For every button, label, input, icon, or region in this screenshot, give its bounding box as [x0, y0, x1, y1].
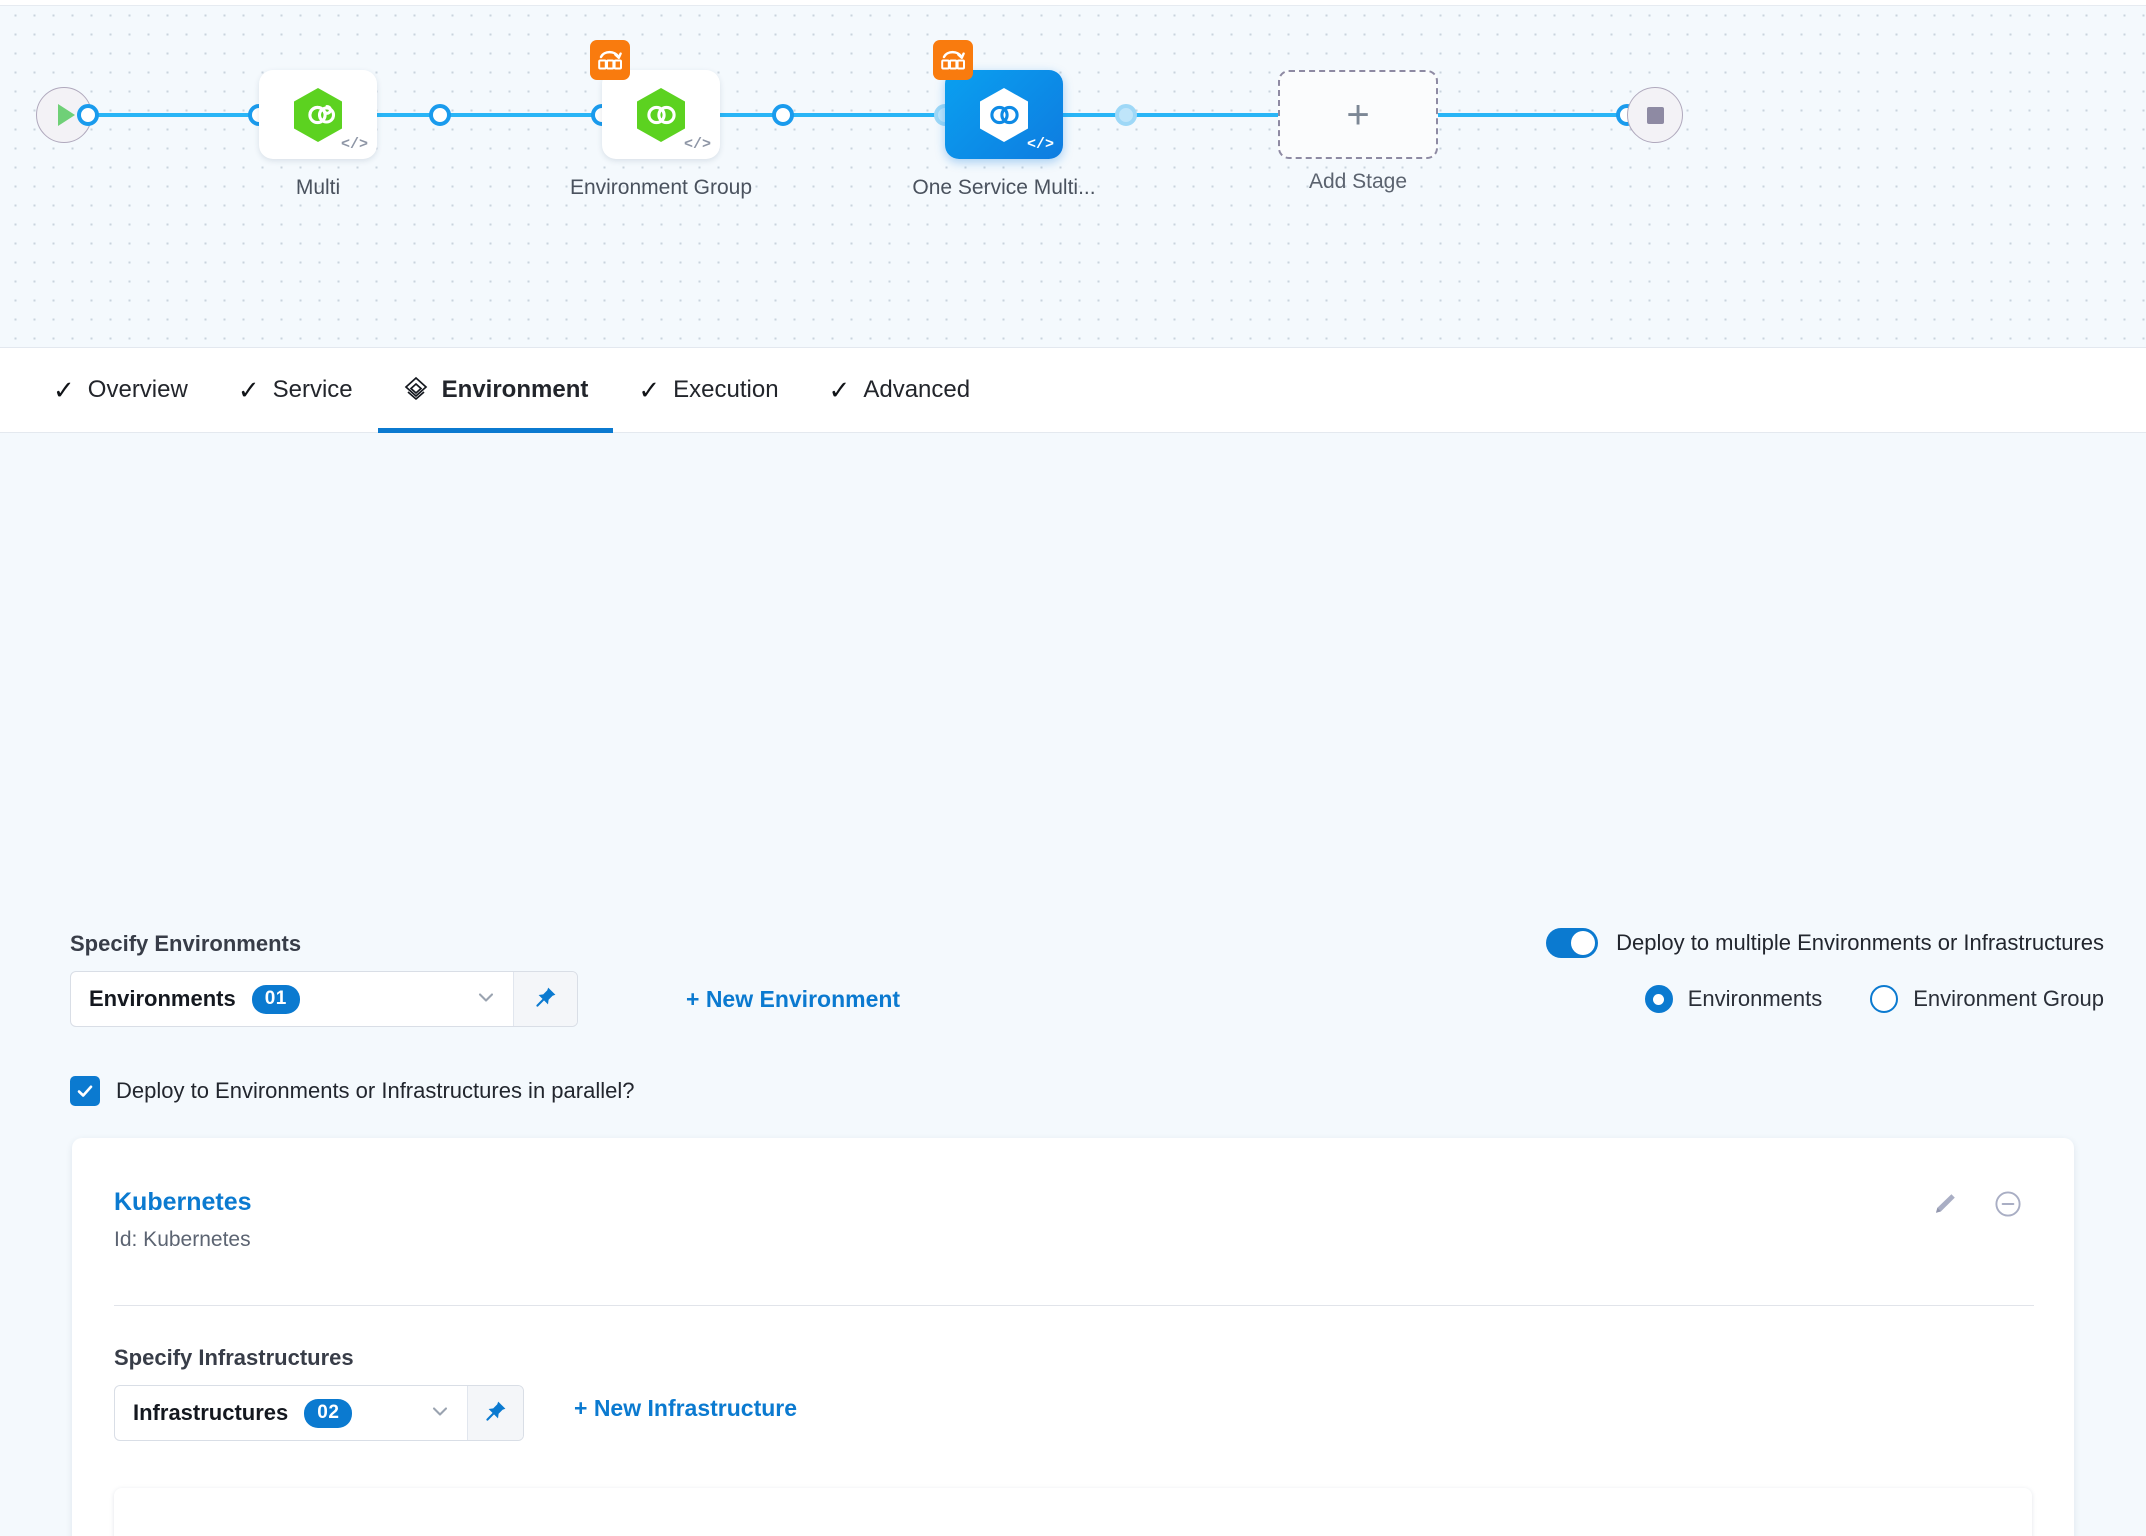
deploy-parallel-label: Deploy to Environments or Infrastructure…: [116, 1078, 635, 1103]
port-dot-stage1-out[interactable]: [429, 104, 451, 126]
plus-icon: +: [1346, 92, 1370, 137]
pipeline-start-node[interactable]: [36, 87, 92, 143]
check-icon: ✓: [237, 375, 260, 405]
tab-label: Service: [272, 376, 353, 403]
new-infrastructure-link[interactable]: + New Infrastructure: [574, 1395, 798, 1421]
environments-dropdown-value: Environments: [89, 986, 236, 1011]
tab-overview[interactable]: ✓ Overview: [28, 348, 213, 433]
pipeline-canvas[interactable]: </> Multi </> Environment Group: [0, 0, 2146, 348]
matrix-strategy-icon: [590, 40, 630, 80]
stage-label-multi: Multi: [295, 176, 341, 199]
radio-option-environment-group[interactable]: Environment Group: [1870, 985, 2104, 1013]
radio-environment-group-icon[interactable]: [1870, 985, 1899, 1013]
stage-node-one-service-multi[interactable]: </>: [933, 40, 1063, 159]
pin-icon: [484, 1399, 508, 1428]
stage-code-icon[interactable]: </>: [340, 136, 368, 153]
environment-card-divider: [114, 1305, 2034, 1306]
tab-environment[interactable]: Environment: [377, 348, 614, 433]
pin-icon: [534, 985, 558, 1014]
tab-execution[interactable]: ✓ Execution: [613, 348, 803, 433]
infrastructures-count-badge: 02: [304, 1398, 353, 1428]
canvas-top-border: [0, 0, 2146, 6]
stage-tab-bar: ✓ Overview ✓ Service Environment ✓ Execu…: [0, 348, 2146, 433]
port-dot-stage2-out[interactable]: [772, 104, 794, 126]
environment-card-actions: [1932, 1190, 2022, 1218]
radio-environments-label: Environments: [1687, 986, 1823, 1011]
matrix-strategy-icon: [933, 40, 973, 80]
infrastructure-card: Cluster 2 Id: Cluster_2: [114, 1488, 2032, 1536]
layers-icon: [403, 376, 429, 404]
add-stage-label: Add Stage: [1308, 170, 1408, 193]
specify-infrastructures-label: Specify Infrastructures: [114, 1345, 354, 1370]
specify-environments-label: Specify Environments: [70, 931, 302, 956]
remove-environment-icon[interactable]: [1994, 1190, 2022, 1218]
stage-node-environment-group[interactable]: </>: [590, 40, 720, 159]
pin-infrastructures-button[interactable]: [467, 1386, 523, 1440]
harness-hexagon-icon: [635, 87, 687, 143]
stage-code-icon[interactable]: </>: [1026, 136, 1054, 153]
radio-environments-icon[interactable]: [1644, 985, 1673, 1013]
environment-card-kubernetes: Kubernetes Id: Kubernetes: [72, 1138, 2074, 1536]
stage-label-environment-group: Environment Group: [569, 176, 753, 199]
specify-environments-block: Specify Environments Environments 01: [70, 931, 578, 1027]
harness-hexagon-icon: [292, 87, 344, 143]
pin-environments-button[interactable]: [513, 972, 577, 1026]
infrastructures-dropdown-value: Infrastructures: [133, 1400, 289, 1425]
deploy-scope-radio-group: Environments Environment Group: [1546, 985, 2104, 1013]
tab-label: Overview: [87, 376, 188, 403]
deploy-parallel-checkbox-row[interactable]: Deploy to Environments or Infrastructure…: [70, 1076, 634, 1106]
environments-dropdown[interactable]: Environments 01: [70, 971, 578, 1027]
deploy-multiple-toggle-label: Deploy to multiple Environments or Infra…: [1616, 930, 2104, 955]
check-icon: ✓: [638, 375, 661, 405]
new-environment-link[interactable]: + New Environment: [686, 986, 901, 1012]
stage-code-icon[interactable]: </>: [683, 136, 711, 153]
tab-label: Advanced: [863, 376, 971, 403]
add-stage-button[interactable]: +: [1278, 70, 1438, 159]
chevron-down-icon: [429, 1400, 451, 1427]
environments-dropdown-field[interactable]: Environments 01: [71, 972, 513, 1026]
deploy-multiple-toggle-row[interactable]: Deploy to multiple Environments or Infra…: [1546, 928, 2104, 958]
environment-title[interactable]: Kubernetes: [114, 1188, 252, 1216]
chevron-down-icon: [475, 986, 497, 1013]
environment-card-header: Kubernetes Id: Kubernetes: [72, 1138, 2074, 1252]
infrastructures-dropdown[interactable]: Infrastructures 02: [114, 1385, 524, 1441]
tab-service[interactable]: ✓ Service: [213, 348, 378, 433]
deploy-parallel-checkbox[interactable]: [70, 1076, 100, 1106]
specify-infrastructures-block: Specify Infrastructures Infrastructures …: [114, 1345, 797, 1441]
tab-advanced[interactable]: ✓ Advanced: [804, 348, 996, 433]
deploy-multiple-toggle[interactable]: [1546, 928, 1599, 958]
environments-count-badge: 01: [251, 984, 300, 1014]
play-icon: [57, 104, 75, 126]
port-dot-stage3-out[interactable]: [1115, 104, 1137, 126]
edit-environment-icon[interactable]: [1932, 1191, 1958, 1217]
radio-environment-group-label: Environment Group: [1913, 986, 2104, 1011]
toggle-knob: [1571, 931, 1596, 955]
pipeline-end-node[interactable]: [1627, 87, 1683, 143]
stage-label-one-service-multi: One Service Multi...: [912, 176, 1096, 199]
stop-icon: [1646, 106, 1664, 124]
harness-hexagon-icon: [978, 87, 1030, 143]
radio-option-environments[interactable]: Environments: [1644, 985, 1823, 1013]
pipeline-connector-rail: [88, 113, 1656, 117]
tab-label: Execution: [673, 376, 779, 403]
port-dot-start-out[interactable]: [77, 104, 99, 126]
tab-label: Environment: [441, 376, 589, 403]
deploy-options-block: Deploy to multiple Environments or Infra…: [1546, 928, 2104, 1013]
check-icon: ✓: [828, 375, 851, 405]
environment-id: Id: Kubernetes: [114, 1228, 251, 1251]
environment-tab-content: Specify Environments Environments 01: [0, 433, 2146, 1536]
check-icon: ✓: [53, 375, 75, 405]
stage-node-multi[interactable]: </>: [259, 70, 377, 159]
infrastructures-dropdown-field[interactable]: Infrastructures 02: [115, 1386, 467, 1440]
